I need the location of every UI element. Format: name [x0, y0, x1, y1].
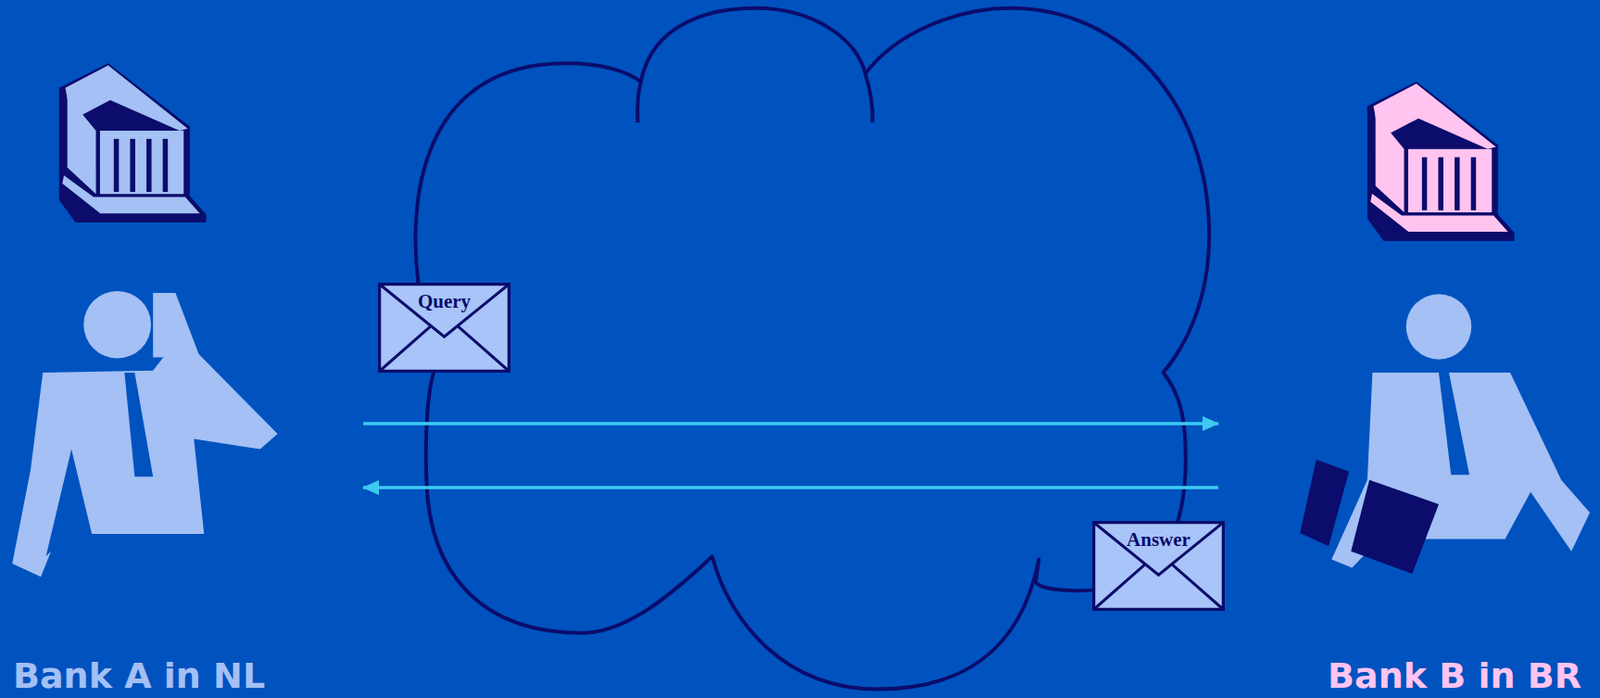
building-column-gap	[1454, 157, 1461, 211]
figure-head	[1406, 293, 1472, 359]
figure-head	[83, 290, 152, 359]
building-base	[1369, 191, 1511, 233]
envelope-label: Query	[377, 289, 511, 313]
banker-figure	[12, 290, 278, 577]
building-front	[1408, 149, 1492, 213]
building-column-gap	[129, 138, 136, 192]
figure-body	[12, 346, 278, 577]
building-shadow	[59, 62, 207, 223]
building-column-gap	[1471, 157, 1477, 211]
building-base	[61, 173, 202, 215]
figure-tie	[1438, 372, 1470, 475]
party-label: Bank A in NL	[12, 654, 265, 697]
message-envelope: Answer	[1092, 520, 1225, 611]
flow-arrow	[363, 421, 1219, 426]
party-region: Bank B in BR	[1218, 55, 1600, 698]
banker-figure	[1299, 293, 1590, 574]
phone-handset	[152, 292, 201, 357]
building-front	[100, 130, 184, 194]
party-label: Bank B in BR	[1327, 654, 1582, 697]
bank-building-icon	[59, 62, 207, 223]
message-flow	[363, 423, 1219, 425]
cloud-fold	[865, 73, 873, 123]
bank-building-icon	[1367, 81, 1515, 241]
building-column-gap	[146, 138, 152, 192]
building-column-gap	[113, 138, 120, 192]
building-shadow	[1367, 81, 1515, 241]
briefcase	[1350, 479, 1439, 574]
building-column-gap	[1437, 157, 1444, 211]
flow-arrow	[363, 485, 1219, 490]
envelope-label: Answer	[1092, 528, 1225, 551]
network-cloud	[415, 8, 1210, 690]
briefcase	[1299, 459, 1349, 547]
party-region: Bank A in NL	[0, 55, 364, 698]
message-flow	[363, 487, 1219, 489]
cloud-fold	[637, 81, 642, 123]
building-column-gap	[163, 138, 169, 192]
message-envelope: Query	[377, 282, 511, 373]
figure-tie	[124, 372, 153, 477]
building-column-gap	[1422, 157, 1428, 211]
